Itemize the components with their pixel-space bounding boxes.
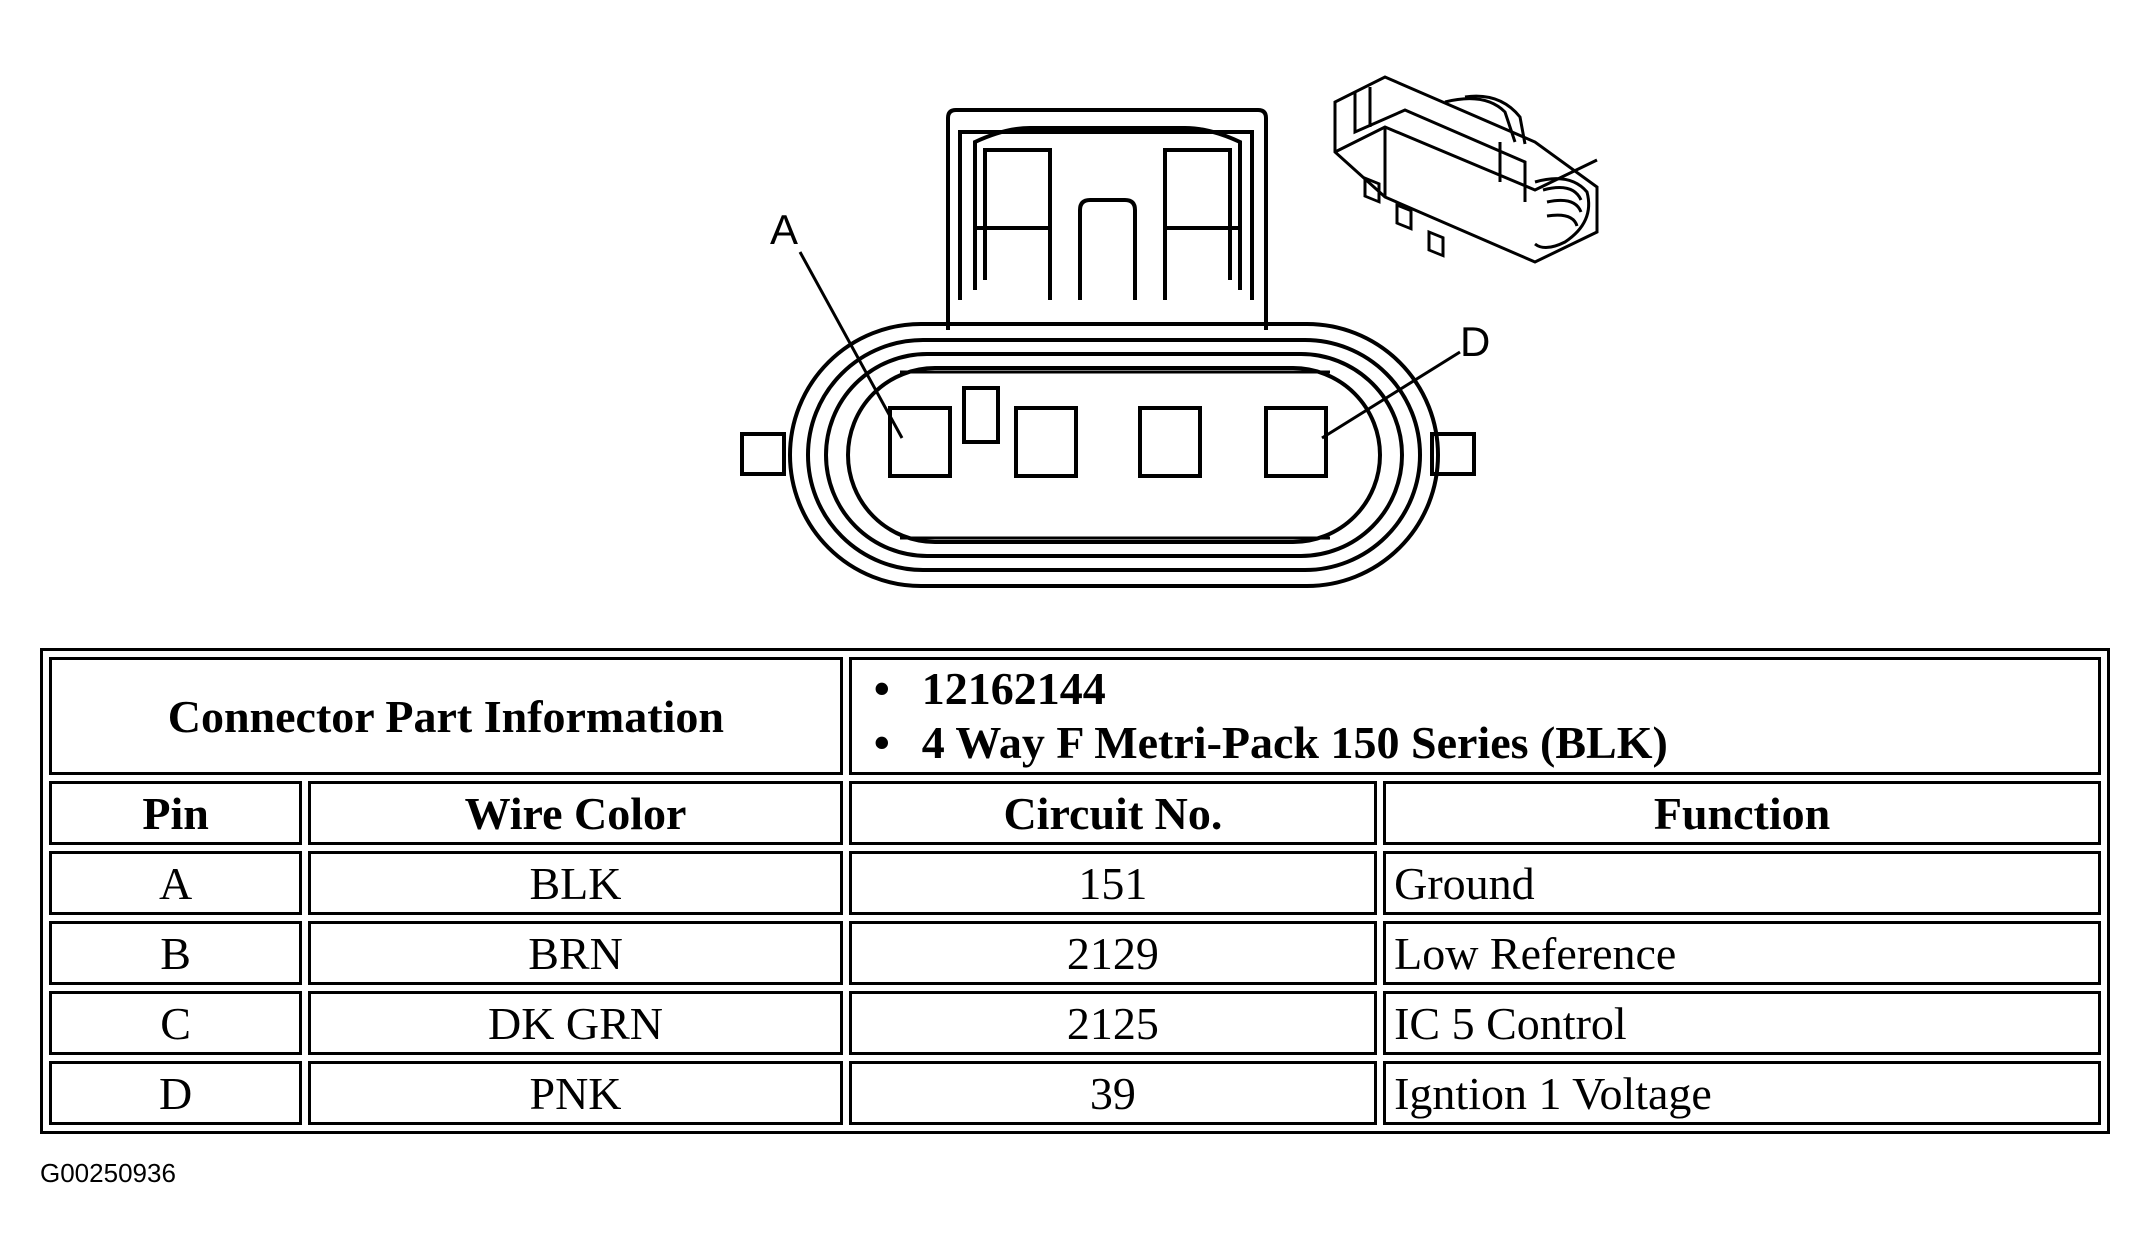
- circuit-cell: 2129: [848, 921, 1378, 985]
- function-cell: Igntion 1 Voltage: [1383, 1061, 2101, 1125]
- connector-part-info-title: Connector Part Information: [49, 657, 843, 775]
- terminal-cavities: [888, 386, 1328, 478]
- connector-latch: [946, 108, 1268, 330]
- part-number: 12162144: [874, 662, 2098, 716]
- pin-label-a: A: [770, 206, 798, 253]
- header-circuit-no: Circuit No.: [848, 781, 1378, 845]
- table-header-row: Pin Wire Color Circuit No. Function: [49, 781, 2101, 845]
- cavity-a: [888, 406, 952, 478]
- wire-color-cell: BLK: [308, 851, 843, 915]
- connector-diagram: A D: [740, 75, 1599, 588]
- wire-color-cell: BRN: [308, 921, 843, 985]
- leader-line-a: [798, 251, 904, 439]
- function-cell: Low Reference: [1383, 921, 2101, 985]
- header-function: Function: [1383, 781, 2101, 845]
- pin-label-d: D: [1460, 318, 1490, 365]
- pin-cell: B: [49, 921, 303, 985]
- connector-isometric-view: [1333, 75, 1599, 264]
- table-row: C DK GRN 2125 IC 5 Control: [49, 991, 2101, 1055]
- connector-body: [740, 322, 1476, 588]
- pin-cell: A: [49, 851, 303, 915]
- pin-cell: C: [49, 991, 303, 1055]
- header-wire-color: Wire Color: [308, 781, 843, 845]
- cavity-c: [1138, 406, 1202, 478]
- circuit-cell: 2125: [848, 991, 1378, 1055]
- table-row: B BRN 2129 Low Reference: [49, 921, 2101, 985]
- connector-description: 4 Way F Metri-Pack 150 Series (BLK): [874, 716, 2098, 770]
- polarizing-key: [962, 386, 1000, 444]
- leader-line-d: [1321, 350, 1461, 440]
- header-pin: Pin: [49, 781, 303, 845]
- figure-id: G00250936: [40, 1158, 176, 1188]
- function-cell: IC 5 Control: [1383, 991, 2101, 1055]
- table-row: A BLK 151 Ground: [49, 851, 2101, 915]
- wire-color-cell: DK GRN: [308, 991, 843, 1055]
- cavity-d: [1264, 406, 1328, 478]
- table-row: D PNK 39 Igntion 1 Voltage: [49, 1061, 2101, 1125]
- pin-cell: D: [49, 1061, 303, 1125]
- connector-part-info: 12162144 4 Way F Metri-Pack 150 Series (…: [848, 657, 2101, 775]
- connector-pinout-table: Connector Part Information 12162144 4 Wa…: [40, 648, 2110, 1134]
- function-cell: Ground: [1383, 851, 2101, 915]
- cavity-b: [1014, 406, 1078, 478]
- wire-color-cell: PNK: [308, 1061, 843, 1125]
- circuit-cell: 151: [848, 851, 1378, 915]
- circuit-cell: 39: [848, 1061, 1378, 1125]
